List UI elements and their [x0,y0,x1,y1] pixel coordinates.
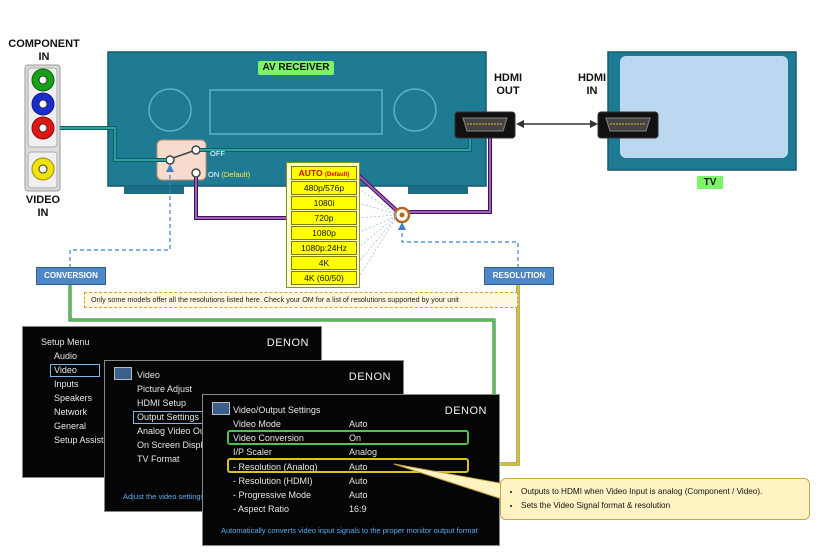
video-menu-item-analog-video-out[interactable]: Analog Video Ou [137,426,205,436]
conversion-tag: CONVERSION [36,267,106,285]
video-menu-footer: Adjust the video settings [123,492,205,501]
output-row-value: Auto [349,490,368,500]
resolution-analog-highlight [227,458,469,473]
callout-line-1: Outputs to HDMI when Video Input is anal… [521,485,809,499]
resolution-auto-default: (Default) [324,172,350,178]
callout-line-2: Sets the Video Signal format & resolutio… [521,499,809,513]
video-menu-item-on-screen-display[interactable]: On Screen Displ [137,440,203,450]
output-row-value: Analog [349,447,378,458]
resolution-item: 720p [291,211,357,225]
switch-off-label: OFF [210,149,225,158]
receiver-display [209,89,383,135]
component-in-label: COMPONENT IN [8,38,80,63]
video-menu-brand: DENON [348,371,391,383]
receiver-foot-left [124,186,184,194]
video-menu-item-tv-format[interactable]: TV Format [137,454,180,464]
hdmi-out-label: HDMI OUT [493,72,523,97]
switch-default-label: (Default) [221,170,251,179]
video-menu-title: Video [137,370,160,380]
output-row-label[interactable]: I/P Scaler [233,447,272,458]
setup-menu-item-inputs[interactable]: Inputs [54,379,79,389]
hdmi-in-label: HDMI IN [577,72,607,97]
output-row-value: 16:9 [349,504,367,515]
resolution-fan-lines [357,187,397,279]
output-row-label[interactable]: Video Conversion [233,433,304,444]
setup-menu-title: Setup Menu [41,337,90,347]
output-menu-footer: Automatically converts video input signa… [221,526,478,535]
output-menu-title: Video/Output Settings [233,405,321,415]
resolution-item: 480p/576p [291,181,357,195]
tv-label: TV [697,176,723,189]
output-row-label[interactable]: - Aspect Ratio [233,504,290,515]
receiver-knob-left [148,88,192,132]
resolution-item: 4K (60/50) [291,271,357,285]
resolution-auto-label: AUTO [298,168,323,178]
receiver-foot-right [408,186,468,194]
receiver-knob-right [393,88,437,132]
output-row-value: On [349,433,362,444]
resolution-item: 1080p [291,226,357,240]
resolution-note: Only some models offer all the resolutio… [84,292,518,308]
video-conversion-highlight [227,430,469,445]
output-row-value: Auto [349,419,368,429]
output-tv-icon [212,402,230,415]
resolution-item: 1080p:24Hz [291,241,357,255]
output-row-value: Auto [349,475,368,486]
resolution-item-auto: AUTO (Default) [291,166,357,180]
setup-menu-selection [50,364,100,377]
video-menu-item-picture-adjust[interactable]: Picture Adjust [137,384,193,394]
video-menu-item-output-settings[interactable]: Output Settings [137,412,200,422]
setup-menu-item-speakers[interactable]: Speakers [54,393,93,403]
resolution-tag: RESOLUTION [484,267,554,285]
video-menu-item-hdmi-setup[interactable]: HDMI Setup [137,398,187,408]
output-row-label[interactable]: - Resolution (HDMI) [233,475,313,486]
output-menu-brand: DENON [444,405,487,417]
output-row-label[interactable]: - Progressive Mode [233,490,312,500]
switch-on-label-group: ON (Default) [208,170,250,179]
setup-menu-item-setup-assistant[interactable]: Setup Assista [54,435,109,445]
output-row-label[interactable]: Video Mode [233,419,281,429]
switch-on-label: ON [208,170,220,179]
setup-menu-item-audio[interactable]: Audio [54,351,78,361]
video-tv-icon [114,367,132,380]
av-receiver-label: AV RECEIVER [258,61,334,75]
resolution-item: 1080i [291,196,357,210]
setup-menu-item-video[interactable]: Video [54,365,77,375]
setup-menu-item-network[interactable]: Network [54,407,88,417]
setup-menu-item-general[interactable]: General [54,421,87,431]
callout-box: Outputs to HDMI when Video Input is anal… [500,478,810,520]
setup-menu-brand: DENON [266,337,309,349]
output-row-label[interactable]: - Resolution (Analog) [233,461,318,472]
tv-screen [620,56,788,158]
output-row-value: Auto [349,461,368,472]
video-in-label: VIDEO IN [25,194,61,219]
resolution-item: 4K [291,256,357,270]
